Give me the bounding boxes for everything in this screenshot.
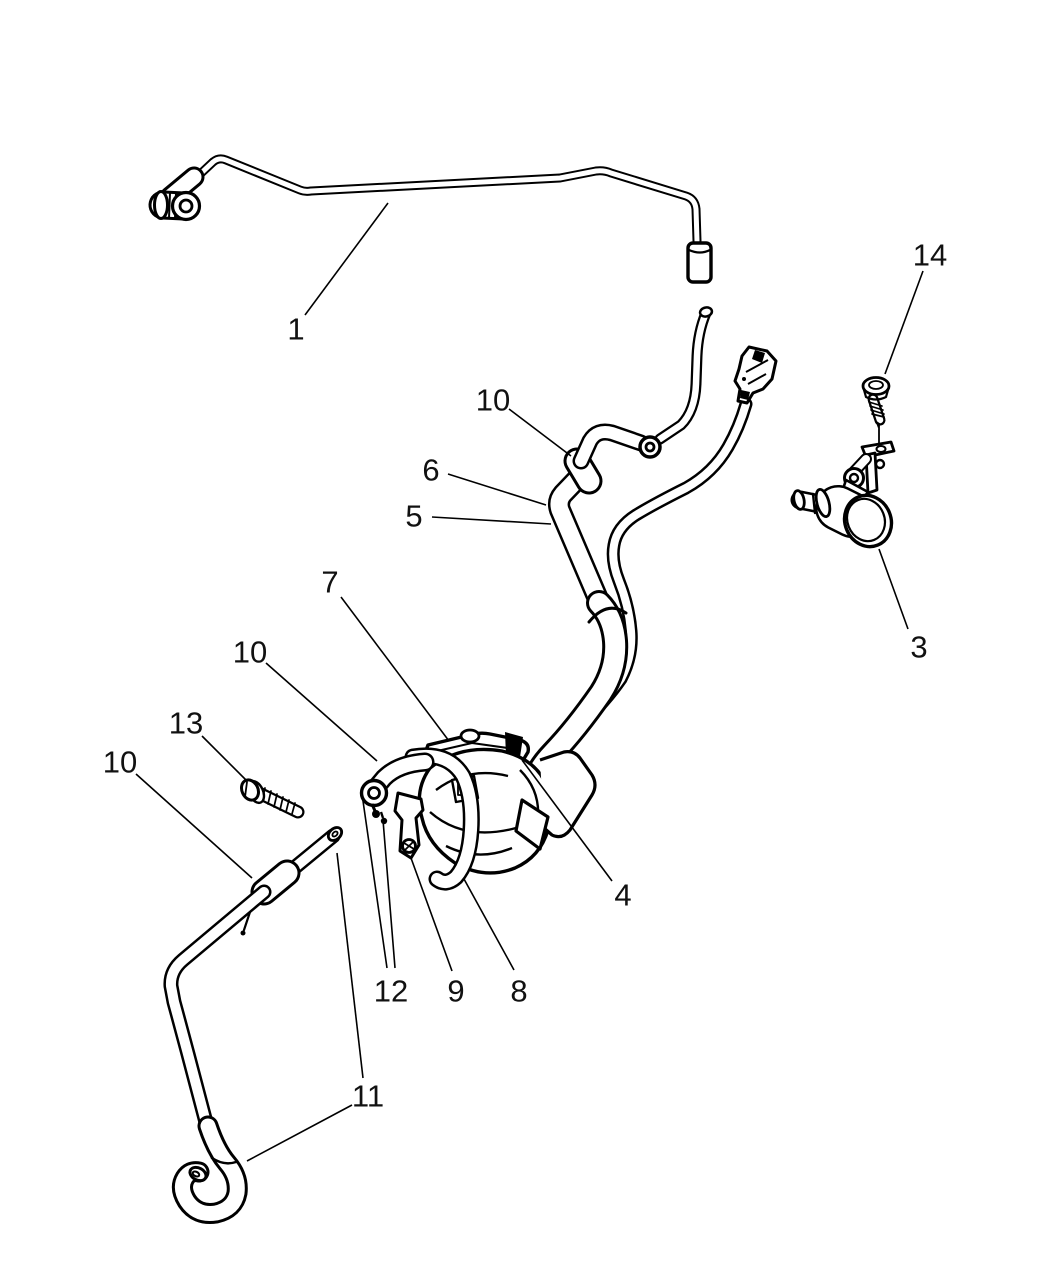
solenoid-body — [790, 485, 894, 549]
callout-label-4: 4 — [614, 878, 631, 913]
leader-line-12-1 — [361, 793, 388, 969]
leader-line-10-top — [508, 408, 572, 457]
pump-bracket-tab — [393, 791, 425, 860]
leader-line-12-2 — [382, 819, 396, 969]
callout-label-3: 3 — [910, 630, 927, 665]
leader-line-11-1 — [336, 852, 364, 1079]
leak-detection-pump — [359, 728, 597, 891]
leader-line-3 — [878, 548, 909, 630]
callout-label-10-left: 10 — [103, 745, 137, 780]
tube-end-fitting — [148, 166, 205, 222]
vapor-tube-upper — [654, 306, 714, 445]
leader-line-7 — [340, 596, 450, 742]
leader-line-10-left — [135, 773, 253, 879]
callout-label-12: 12 — [374, 974, 408, 1009]
callout-label-14: 14 — [913, 238, 947, 273]
leader-line-9 — [410, 857, 453, 972]
callout-label-13: 13 — [169, 706, 203, 741]
mounting-bolt — [239, 778, 305, 819]
solenoid-valve — [790, 376, 896, 549]
vent-tube — [163, 826, 344, 1224]
callout-label-9: 9 — [447, 974, 464, 1009]
callout-label-5: 5 — [405, 499, 422, 534]
leader-line-6 — [447, 473, 547, 506]
pump-pin — [370, 803, 388, 825]
leader-line-1 — [304, 202, 389, 316]
tube-end-cap — [686, 241, 713, 284]
callout-label-10-middle: 10 — [233, 635, 267, 670]
pump-side-bracket — [539, 750, 597, 839]
callout-label-11: 11 — [352, 1079, 384, 1114]
leader-line-10-middle — [265, 662, 378, 762]
callout-label-10-top: 10 — [476, 383, 510, 418]
leader-line-13 — [201, 735, 248, 782]
solenoid-screw — [861, 376, 891, 428]
quick-connector — [733, 345, 778, 405]
leader-line-5 — [431, 516, 552, 525]
leader-line-14 — [884, 270, 924, 375]
callout-label-8: 8 — [510, 974, 527, 1009]
leader-line-4 — [521, 759, 613, 882]
elbow-hose-clip-top — [563, 423, 662, 495]
leader-line-11-2 — [246, 1104, 353, 1162]
vapor-tube — [548, 460, 612, 617]
fuel-tube — [192, 154, 702, 246]
leader-line-8 — [463, 878, 515, 971]
callout-label-6: 6 — [422, 453, 439, 488]
callout-label-7: 7 — [321, 565, 338, 600]
callout-label-1: 1 — [287, 312, 304, 347]
